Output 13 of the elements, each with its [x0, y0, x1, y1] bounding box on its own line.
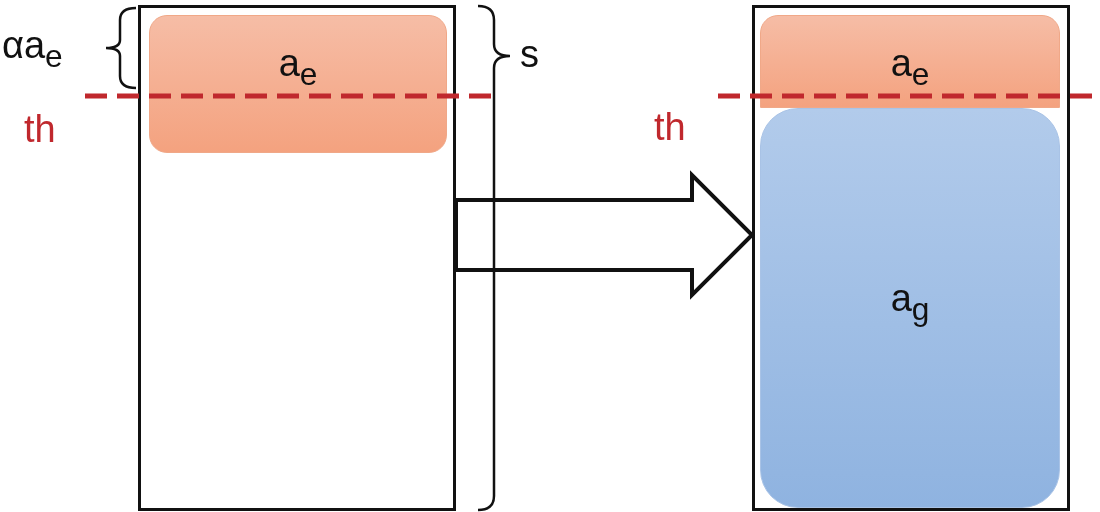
variable-label: a$_{e}$: [278, 44, 318, 91]
variable-label: αa$_{e}$: [2, 26, 63, 73]
variable-label: a$_{g}$: [890, 279, 930, 326]
block-arrow: [454, 170, 755, 300]
variable-label: s: [520, 35, 539, 73]
variable-label: a$_{e}$: [890, 44, 930, 91]
rounded-box: [760, 108, 1060, 508]
rounded-box: [149, 15, 447, 153]
container-box: [138, 5, 456, 511]
container-box: [752, 5, 1070, 511]
threshold-label: th: [654, 108, 686, 146]
threshold-label: th: [24, 110, 56, 148]
rounded-box: [760, 15, 1060, 108]
